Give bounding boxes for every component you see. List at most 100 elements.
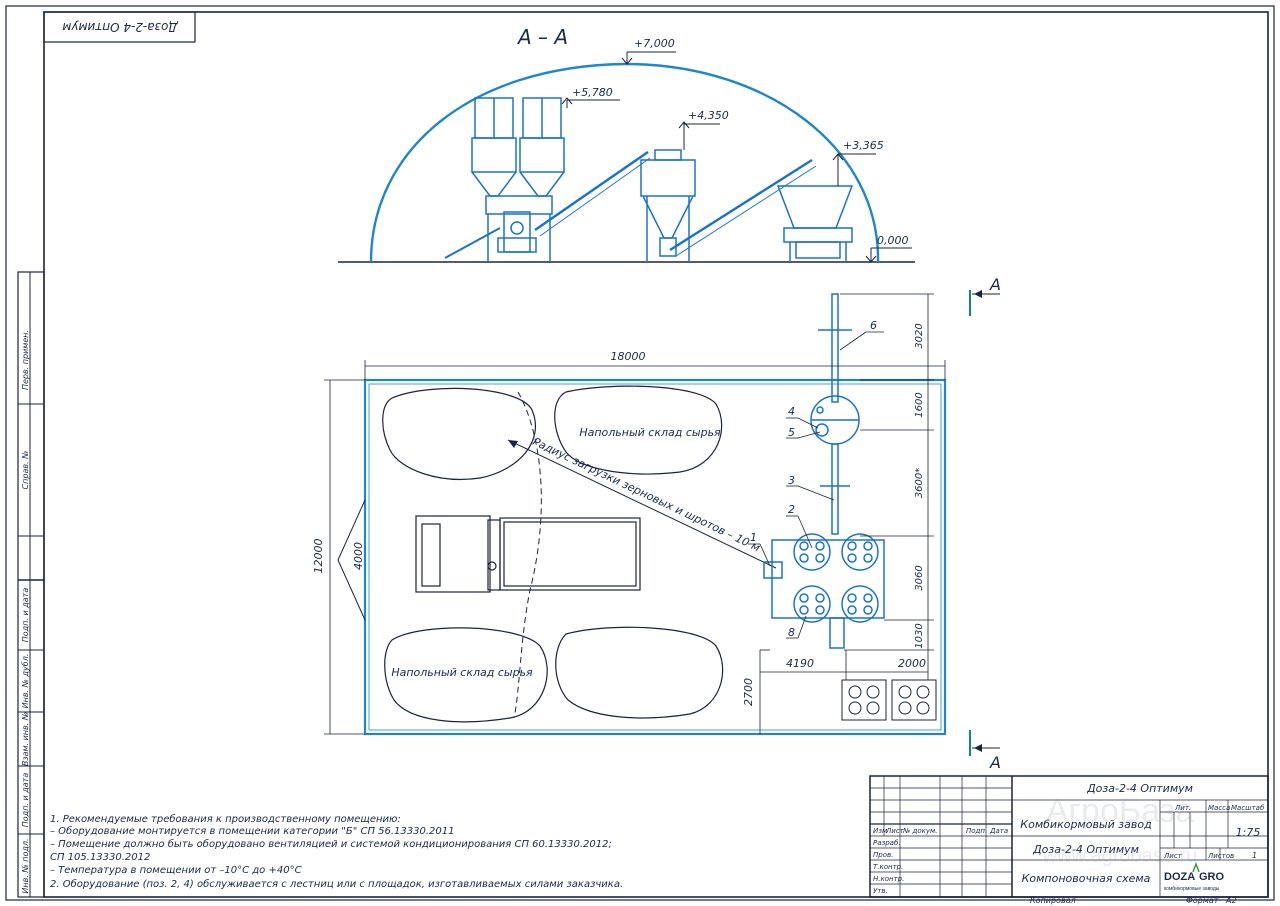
tb-scale: 1:75 xyxy=(1236,826,1261,839)
dim-2700: 2700 xyxy=(742,678,755,706)
tb-masshtab: Масштаб xyxy=(1231,804,1265,812)
tb-product: Доза-2-4 Оптимум xyxy=(1032,843,1139,856)
side-label-podp-1: Подп. и дата xyxy=(21,588,30,643)
tb-col-data: Дата xyxy=(989,827,1008,835)
left-side-block: Перв. примен. Справ. № Подп. и дата Инв.… xyxy=(17,271,45,898)
tb-plant: Комбикормовый завод xyxy=(1020,818,1151,831)
dim-1030: 1030 xyxy=(914,623,925,648)
dim-12000: 12000 xyxy=(312,539,325,574)
tb-listov: Листов xyxy=(1207,852,1234,860)
elevation-0000: 0,000 xyxy=(865,234,912,263)
dim-18000: 18000 xyxy=(611,350,646,363)
tb-list: Лист xyxy=(1163,852,1183,860)
elevation-7000: +7,000 xyxy=(621,37,676,65)
top-stamp: Доза-2-4 Оптимум xyxy=(43,11,196,43)
watermark-text: АгроБаза xyxy=(1046,792,1194,830)
dim-3020: 3020 xyxy=(914,323,925,348)
dim-3600: 3600* xyxy=(914,468,925,498)
storage-pile-4 xyxy=(555,626,724,719)
arch-building xyxy=(369,62,880,263)
intake-hopper xyxy=(776,185,854,262)
radius-leader xyxy=(507,439,777,569)
screw-conveyor-2b xyxy=(539,157,651,237)
storage-label-1: Напольный склад сырья xyxy=(579,426,721,439)
screw-conveyor-1 xyxy=(444,227,501,259)
tb-doc-name: Компоновочная схема xyxy=(1022,872,1151,885)
logo-text-a: DOZA xyxy=(1164,871,1195,883)
side-label-dubl: Инв. № дубл. xyxy=(21,654,30,709)
elevation-4350: +4,350 xyxy=(678,109,729,150)
storage-label-2: Напольный склад сырья xyxy=(391,666,533,679)
dozagro-logo: DOZA GRO комбикормовые заводы xyxy=(1164,861,1225,892)
radius-arrow xyxy=(508,440,518,448)
tb-kopiroval: Копировал xyxy=(1030,896,1076,905)
tb-row-razrab: Разраб. xyxy=(873,839,901,847)
tb-massa: Масса xyxy=(1208,804,1230,812)
note-line-5: – Температура в помещении от –10°С до +4… xyxy=(50,865,302,876)
radius-label: Радиус загрузки зерновых и шротов – 10 м xyxy=(531,435,762,554)
note-line-2: – Оборудование монтируется в помещении к… xyxy=(50,825,455,837)
dosing-tower xyxy=(471,97,565,262)
tb-col-list: Лист xyxy=(885,827,905,835)
dim-2000: 2000 xyxy=(898,657,926,670)
pos-1: 1 xyxy=(750,531,757,544)
dosing-cluster xyxy=(763,533,885,649)
tb-listov-val: 1 xyxy=(1252,851,1257,860)
plan-view: Напольный склад сырья Напольный склад сы… xyxy=(312,275,1001,772)
title-block: Изм Лист № докум. Подп. Дата Разраб. Про… xyxy=(869,775,1269,905)
screw-conveyor-3 xyxy=(669,158,813,252)
logo-subtitle: комбикормовые заводы xyxy=(1164,886,1220,892)
tb-row-tkontr: Т.контр. xyxy=(873,863,903,871)
section-mark-top: А xyxy=(969,275,1001,316)
dim-1600: 1600 xyxy=(914,392,925,417)
section-mark-bottom: А xyxy=(969,730,1001,772)
svg-text:+5,780: +5,780 xyxy=(572,86,613,99)
side-label-perv: Перв. примен. xyxy=(21,330,30,390)
mill-hopper xyxy=(640,149,696,262)
external-units xyxy=(841,679,937,721)
tb-col-ndoc: № докум. xyxy=(902,827,938,835)
tb-row-prov: Пров. xyxy=(873,851,893,859)
side-label-podl: Инв. № подл. xyxy=(21,838,30,893)
truck xyxy=(415,515,641,593)
drawing-frame xyxy=(43,11,1269,898)
building-outline-inner xyxy=(368,383,942,731)
note-line-4: СП 105.13330.2012 xyxy=(50,852,150,863)
screw-conveyor-2 xyxy=(534,150,649,232)
storage-pile-1 xyxy=(382,387,537,480)
elevation-5780: +5,780 xyxy=(561,86,620,108)
note-line-1: 1. Рекомендуемые требования к производст… xyxy=(50,813,401,825)
watermark-url: www.agrobase.ru xyxy=(1042,845,1198,867)
pos-8: 8 xyxy=(788,626,795,639)
section-view: А – А +7,000 xyxy=(338,25,915,263)
side-label-podp-2: Подп. и дата xyxy=(21,773,30,828)
notes-block: 1. Рекомендуемые требования к производст… xyxy=(50,813,623,890)
tb-col-izm: Изм xyxy=(873,827,888,835)
top-stamp-text: Доза-2-4 Оптимум xyxy=(62,20,178,34)
dim-4000: 4000 xyxy=(352,542,365,570)
dimension-lines xyxy=(324,293,946,735)
tb-format-val: А2 xyxy=(1225,896,1237,905)
tb-col-podp: Подп. xyxy=(966,827,987,835)
pos-5: 5 xyxy=(788,426,795,439)
tb-lit: Лит. xyxy=(1174,804,1191,812)
screw-conveyor-3b xyxy=(675,165,817,257)
svg-text:А: А xyxy=(989,753,1001,772)
pos-6: 6 xyxy=(870,319,877,332)
building-outline xyxy=(363,378,947,736)
gate-marker xyxy=(337,499,366,621)
pos-4: 4 xyxy=(788,405,795,418)
svg-text:+7,000: +7,000 xyxy=(634,37,675,50)
tb-format: Формат xyxy=(1186,896,1219,905)
plan-conveyor xyxy=(810,293,860,535)
watermark: АгроБаза www.agrobase.ru xyxy=(1042,792,1198,867)
elevation-3365: +3,365 xyxy=(832,139,884,186)
svg-text:0,000: 0,000 xyxy=(877,234,909,247)
pos-2: 2 xyxy=(788,503,795,516)
tb-row-nkontr: Н.контр. xyxy=(873,875,904,883)
section-title: А – А xyxy=(516,25,568,49)
side-label-sprav: Справ. № xyxy=(21,451,30,490)
sheet-outer-border xyxy=(5,5,1275,901)
tb-designation: Доза-2-4 Оптимум xyxy=(1086,782,1193,795)
storage-pile-2 xyxy=(554,385,723,475)
